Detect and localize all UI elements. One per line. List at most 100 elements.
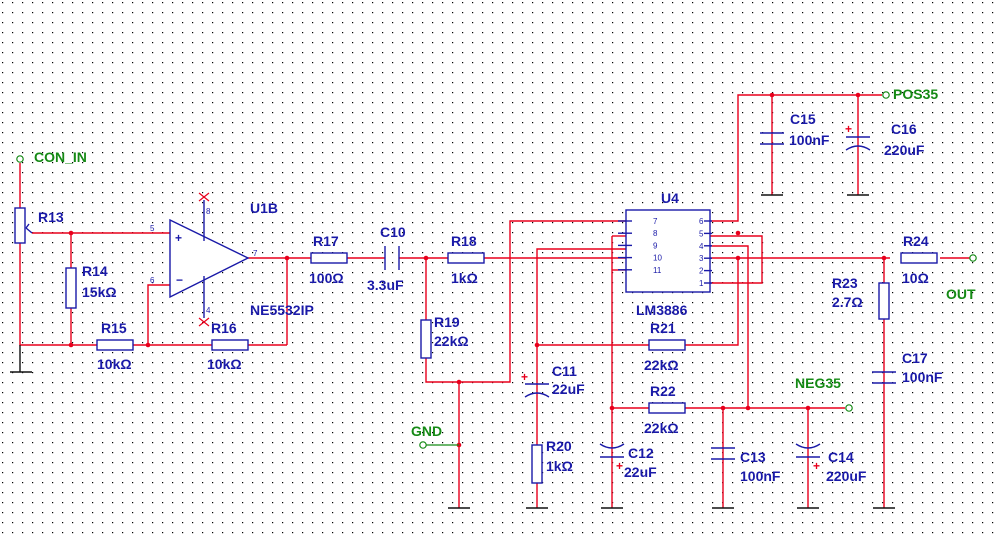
r14-value: 15kΩ — [82, 284, 117, 300]
r20-value: 1kΩ — [546, 458, 573, 474]
u4-pin-number-4: 4 — [699, 242, 704, 251]
u4-pin-number-10: 10 — [653, 254, 662, 263]
c15-value: 100nF — [789, 132, 830, 148]
resistor-r19[interactable]: R19 22kΩ — [420, 314, 469, 359]
resistor-r23[interactable]: R23 2.7Ω — [832, 275, 890, 320]
net-label-out: OUT — [946, 286, 976, 302]
net-port-out[interactable]: OUT — [946, 254, 977, 302]
r22-ref: R22 — [650, 383, 676, 399]
c13-ref: C13 — [740, 449, 766, 465]
c10-value: 3.3uF — [367, 277, 404, 293]
resistor-r16[interactable]: R16 10kΩ — [207, 320, 249, 372]
c11-polarity: + — [521, 370, 528, 384]
u4-pin-number-11: 11 — [653, 266, 662, 275]
u1b-value: NE5532IP — [250, 302, 314, 318]
r17-value: 100Ω — [309, 270, 344, 286]
c14-ref: C14 — [828, 449, 854, 465]
r24-ref: R24 — [903, 233, 929, 249]
r23-ref: R23 — [832, 275, 858, 291]
r18-ref: R18 — [451, 233, 477, 249]
ground-symbols — [10, 194, 895, 509]
capacitor-c11[interactable]: + C11 22uF — [521, 363, 585, 398]
u4-value: LM3886 — [636, 302, 688, 318]
resistor-r22[interactable]: R22 22kΩ — [644, 383, 686, 436]
c12-polarity: + — [616, 459, 623, 473]
resistor-r24[interactable]: R24 10Ω — [900, 233, 938, 286]
potentiometer-r13[interactable]: R13 — [14, 207, 64, 244]
r23-value: 2.7Ω — [832, 294, 863, 310]
net-port-gnd[interactable]: GND — [411, 423, 459, 449]
r15-ref: R15 — [101, 320, 127, 336]
net-label-gnd: GND — [411, 423, 442, 439]
resistor-r17[interactable]: R17 100Ω — [309, 233, 348, 286]
r14-ref: R14 — [82, 263, 108, 279]
resistor-r21[interactable]: R21 22kΩ — [644, 320, 686, 373]
u4-pins: 7 8 9 10 11 6 5 4 3 2 1 — [618, 217, 712, 288]
c13-value: 100nF — [740, 468, 781, 484]
r24-value: 10Ω — [902, 270, 929, 286]
u4-pin-number-3: 3 — [699, 254, 704, 263]
c16-ref: C16 — [891, 121, 917, 137]
junction-nodes — [68, 92, 887, 448]
capacitor-c14[interactable]: + C14 220uF — [795, 443, 867, 484]
r16-value: 10kΩ — [207, 356, 242, 372]
capacitor-c17[interactable]: C17 100nF — [872, 350, 943, 385]
u4-pin-number-2: 2 — [699, 267, 704, 276]
r18-value: 1kΩ — [451, 270, 478, 286]
capacitor-c13[interactable]: C13 100nF — [711, 447, 781, 484]
c16-polarity: + — [845, 122, 852, 136]
r16-ref: R16 — [211, 320, 237, 336]
u1b-pin-minus: 6 — [150, 276, 155, 285]
power-amp-u4[interactable]: U4 LM3886 — [625, 190, 711, 318]
net-port-con-in[interactable]: CON_IN — [16, 149, 87, 165]
u1b-ref: U1B — [250, 200, 278, 216]
u1b-pin-out: 7 — [253, 249, 258, 258]
c12-value: 22uF — [624, 464, 657, 480]
u4-ref: U4 — [661, 190, 679, 206]
c11-ref: C11 — [552, 363, 577, 379]
u1b-pin-vp: 8 — [206, 207, 211, 216]
resistor-r18[interactable]: R18 1kΩ — [447, 233, 485, 286]
r20-ref: R20 — [546, 438, 572, 454]
c10-ref: C10 — [380, 224, 406, 240]
c15-ref: C15 — [790, 111, 816, 127]
c12-ref: C12 — [628, 445, 654, 461]
r13-ref: R13 — [38, 209, 64, 225]
c17-value: 100nF — [902, 369, 943, 385]
net-label-con-in: CON_IN — [34, 149, 87, 165]
r21-value: 22kΩ — [644, 357, 679, 373]
r19-value: 22kΩ — [434, 333, 469, 349]
r17-ref: R17 — [313, 233, 339, 249]
c14-value: 220uF — [826, 468, 867, 484]
u1b-pin-vn: 4 — [206, 306, 211, 315]
net-port-neg35[interactable]: NEG35 — [795, 375, 853, 412]
resistor-r20[interactable]: R20 1kΩ — [531, 438, 573, 484]
net-port-pos35[interactable]: POS35 — [882, 86, 939, 102]
u1b-plus-sign: + — [175, 231, 182, 245]
u4-pin-number-7: 7 — [653, 217, 658, 226]
capacitor-c10[interactable]: C10 3.3uF — [367, 224, 406, 293]
net-label-neg35: NEG35 — [795, 375, 841, 391]
u4-pin-number-1: 1 — [699, 279, 704, 288]
r21-ref: R21 — [650, 320, 676, 336]
net-label-pos35: POS35 — [893, 86, 938, 102]
r19-ref: R19 — [434, 314, 460, 330]
capacitor-c12[interactable]: + C12 22uF — [599, 443, 657, 480]
u4-pin-number-6: 6 — [699, 217, 704, 226]
opamp-u1b[interactable]: + − 5 6 7 8 4 U1B NE5532IP — [150, 192, 314, 327]
c17-ref: C17 — [902, 350, 928, 366]
u4-pin-number-5: 5 — [699, 229, 704, 238]
u1b-pin-plus: 5 — [150, 224, 155, 233]
r22-value: 22kΩ — [644, 420, 679, 436]
c16-value: 220uF — [884, 142, 925, 158]
capacitor-c15[interactable]: C15 100nF — [760, 111, 830, 148]
resistor-r14[interactable]: R14 15kΩ — [65, 263, 117, 309]
u1b-minus-sign: − — [176, 273, 183, 287]
capacitor-c16[interactable]: + C16 220uF — [845, 121, 925, 158]
resistor-r15[interactable]: R15 10kΩ — [96, 320, 134, 372]
r15-value: 10kΩ — [97, 356, 132, 372]
u4-pin-number-9: 9 — [653, 241, 658, 250]
u4-pin-number-8: 8 — [653, 229, 658, 238]
